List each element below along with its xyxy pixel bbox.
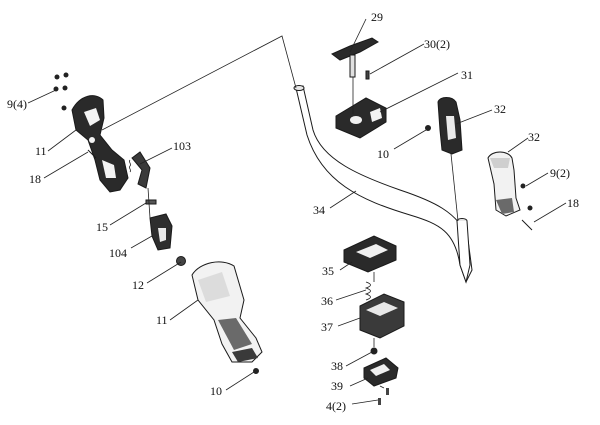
- callout-18-left: 18: [29, 172, 41, 186]
- trigger-103: [129, 151, 151, 189]
- spring-15: [145, 199, 157, 205]
- nut-10-middle: [425, 125, 431, 131]
- assembly-line-right: [450, 153, 459, 222]
- base-clamp-35: [343, 235, 397, 273]
- callout-103: 103: [173, 139, 191, 153]
- handle-32-upper: [437, 97, 463, 155]
- handle-32-cover: [487, 151, 521, 217]
- callout-9-right: 9(2): [550, 166, 570, 180]
- spring-36: [364, 281, 371, 301]
- callout-15: 15: [96, 220, 108, 234]
- shaft-34: [293, 85, 473, 284]
- bracket-39: [363, 357, 399, 387]
- block-37: [359, 293, 405, 339]
- nut-38: [370, 347, 378, 355]
- screws-4: [378, 388, 389, 405]
- assembly-line-left: [147, 187, 151, 219]
- callout-10-middle: 10: [377, 147, 389, 161]
- callout-30: 30(2): [424, 37, 450, 51]
- assembly-line-bottom: [373, 272, 385, 389]
- callout-9-left: 9(4): [7, 97, 27, 111]
- callout-4: 4(2): [326, 399, 346, 413]
- callout-31: 31: [461, 68, 473, 82]
- knob-29: [331, 37, 379, 78]
- trigger-104: [149, 213, 173, 251]
- callout-18-right: 18: [567, 196, 579, 210]
- clamp-31: [335, 97, 387, 139]
- leader-lines: [27, 18, 567, 405]
- callout-39: 39: [331, 379, 343, 393]
- pin-18-left: [87, 149, 97, 159]
- callout-37: 37: [321, 320, 333, 334]
- screws-9-right: [520, 183, 533, 211]
- screws-9-left: [53, 72, 69, 111]
- assembly-line-top: [101, 35, 297, 131]
- pin-18-right: [521, 219, 533, 231]
- handle-half-11: [71, 95, 129, 193]
- callout-34: 34: [313, 203, 325, 217]
- callout-12: 12: [132, 278, 144, 292]
- callout-36: 36: [321, 294, 333, 308]
- callout-35: 35: [322, 264, 334, 278]
- nut-10-bottom: [253, 368, 259, 374]
- callout-38: 38: [331, 359, 343, 373]
- callout-104: 104: [109, 246, 127, 260]
- callout-29: 29: [371, 10, 383, 24]
- callout-11-top: 11: [35, 144, 47, 158]
- handle-cover-11: [191, 261, 263, 363]
- callout-11-lower: 11: [156, 313, 168, 327]
- callout-32-cover: 32: [528, 130, 540, 144]
- screw-30: [365, 70, 370, 80]
- callout-labels: 9(4) 11 18 103 15 104 12 11 10 29 30(2) …: [7, 10, 579, 413]
- callout-10-bottom: 10: [210, 384, 222, 398]
- callout-32-upper: 32: [494, 102, 506, 116]
